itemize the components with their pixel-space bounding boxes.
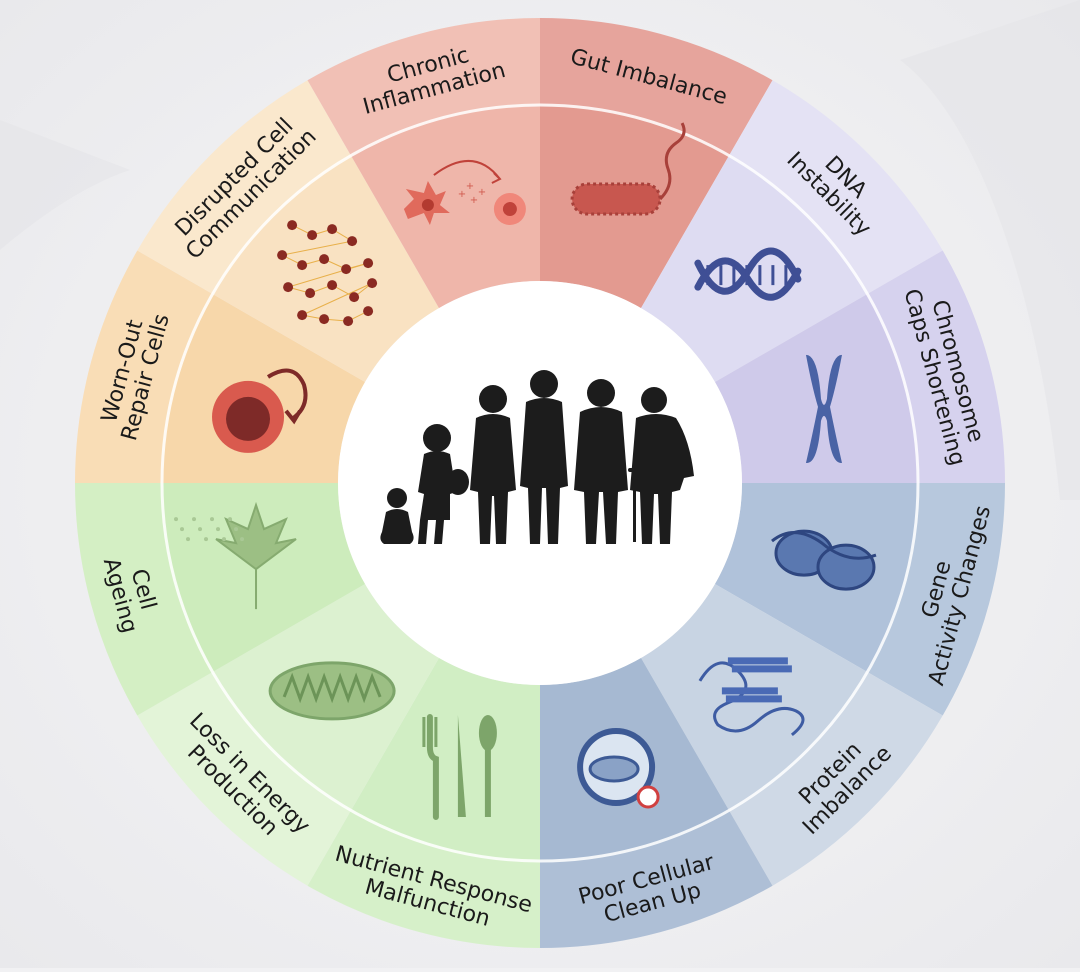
dna-instability-outer-band: [729, 80, 943, 294]
baby-silhouette: [380, 488, 414, 544]
nutrient-response-malfunction-outer-band: [307, 810, 540, 948]
disrupted-cell-communication-inner-band: [212, 155, 439, 382]
mitochondrion-icon: [268, 661, 396, 721]
protein-imbalance-outer-band: [729, 672, 943, 886]
svg-text:+: +: [478, 187, 486, 198]
background-decor: [0, 120, 130, 250]
gene-activity-changes-outer-band: [867, 483, 1005, 716]
cell-ageing-outer-band: [75, 483, 213, 716]
stem-cell-icon: [212, 368, 308, 453]
worn-out-repair-cells-outer-band: [75, 250, 213, 483]
gene-activity-changes-inner-band: [714, 483, 919, 672]
withered-leaf-icon: [174, 501, 297, 610]
chromosome-icon: [805, 354, 842, 463]
dna-instability-inner-band: [641, 155, 868, 382]
background-decor: [900, 0, 1080, 500]
chronic-inflammation-inner-band: [351, 105, 540, 309]
worn-out-repair-cells-label: Worn-OutRepair Cells: [94, 305, 175, 443]
middle-aged-silhouette: [574, 379, 628, 544]
elderly-silhouette: [628, 387, 694, 544]
loss-in-energy-production-outer-band: [137, 672, 351, 886]
cell-network-icon: [277, 220, 378, 327]
disrupted-cell-communication-outer-band: [137, 80, 351, 294]
bacterium-icon: [570, 122, 686, 216]
gut-imbalance-outer-band: [540, 18, 773, 156]
inflammation-icon: ++++: [403, 160, 526, 226]
poor-cellular-clean-up-outer-band: [540, 810, 773, 948]
adult-silhouette: [520, 370, 568, 544]
cutlery-icon: [422, 713, 497, 820]
cell-ageing-inner-band: [162, 483, 366, 672]
autophagy-icon: [577, 727, 660, 809]
protein-icon: [698, 657, 805, 737]
svg-text:+: +: [458, 189, 466, 200]
nutrient-response-malfunction-inner-band: [351, 657, 540, 861]
svg-text:+: +: [466, 181, 474, 192]
dna-helix-icon: [694, 247, 802, 301]
age-progression-silhouettes-icon: [380, 370, 694, 544]
teen-silhouette: [470, 385, 516, 544]
child-silhouette: [418, 424, 469, 544]
svg-text:+: +: [470, 195, 478, 206]
chromosome-caps-shortening-outer-band: [867, 250, 1005, 483]
middle-ring-divider: [160, 103, 920, 863]
nucleosome-icon: [771, 529, 877, 591]
chronic-inflammation-outer-band: [307, 18, 540, 156]
